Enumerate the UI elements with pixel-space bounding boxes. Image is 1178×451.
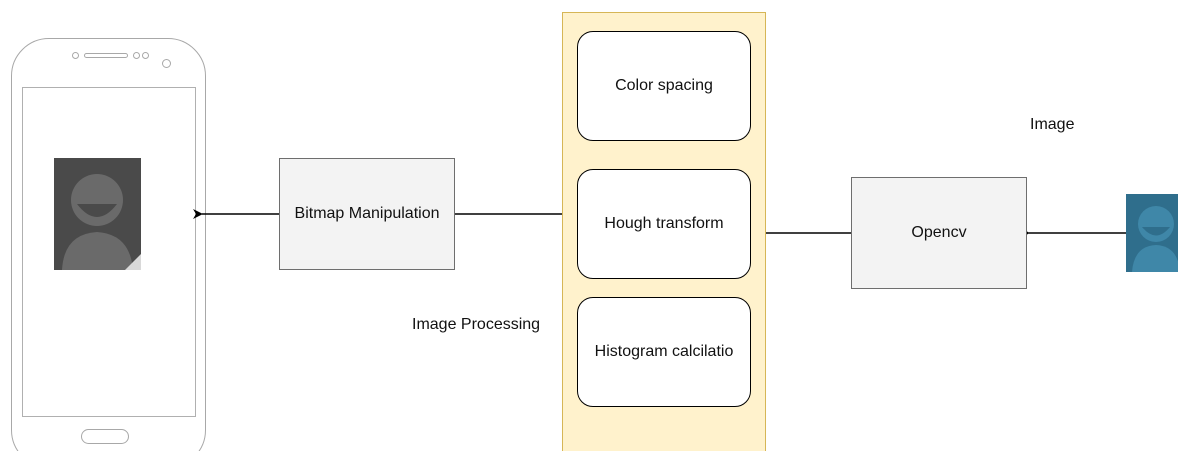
phone-camera-dot: [72, 52, 79, 59]
image-label: Image: [1030, 116, 1075, 133]
bitmap-manipulation-node: Bitmap Manipulation: [279, 158, 455, 270]
phone-sensor-dot: [133, 52, 140, 59]
image-processing-label: Image Processing: [412, 316, 541, 333]
color-spacing-node: Color spacing: [577, 31, 751, 141]
output-image-icon: [54, 158, 141, 270]
input-image-icon: [1126, 194, 1178, 272]
bitmap-manipulation-label: Bitmap Manipulation: [294, 205, 440, 222]
opencv-node: Opencv: [851, 177, 1027, 289]
histogram-calculation-label: Histogram calcilatio: [594, 343, 734, 360]
hough-transform-node: Hough transform: [577, 169, 751, 279]
phone-speaker: [84, 53, 128, 58]
phone-sensor-dot: [142, 52, 149, 59]
phone-front-camera: [162, 59, 171, 68]
histogram-calculation-node: Histogram calcilatio: [577, 297, 751, 407]
hough-transform-label: Hough transform: [604, 215, 724, 232]
smartphone-icon: [11, 38, 206, 451]
color-spacing-label: Color spacing: [615, 77, 713, 94]
opencv-label: Opencv: [911, 224, 967, 241]
image-processing-container: Color spacing Hough transform Histogram …: [562, 12, 766, 451]
phone-home-button: [81, 429, 129, 444]
